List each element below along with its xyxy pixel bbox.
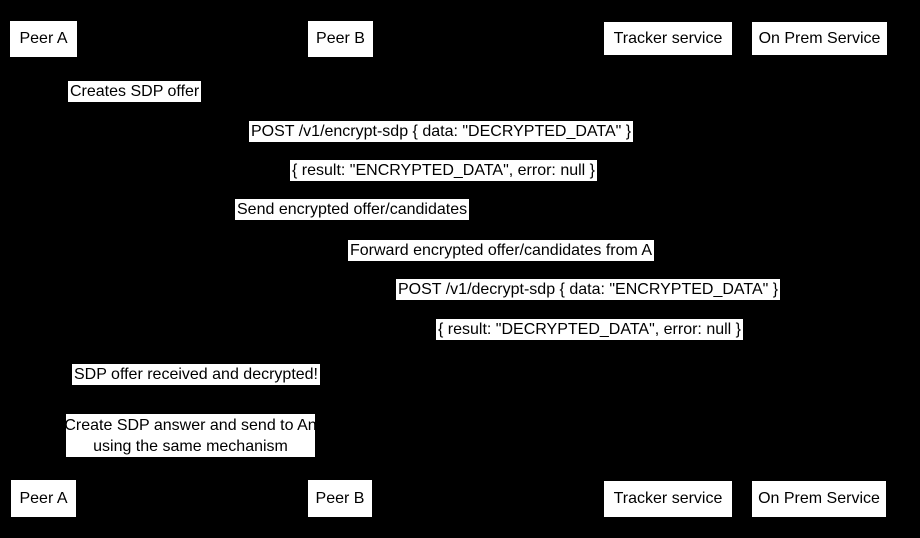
message-post-encrypt-sdp: POST /v1/encrypt-sdp { data: "DECRYPTED_… (249, 121, 634, 142)
actor-peer-a-top: Peer A (10, 21, 77, 57)
actor-peer-a-bottom: Peer A (11, 480, 76, 517)
actor-tracker-service-bottom-label: Tracker service (613, 490, 723, 507)
note-create-sdp-answer-line1: Create SDP answer and send to An (64, 416, 317, 434)
actor-on-prem-service-top: On Prem Service (752, 22, 887, 55)
message-encrypt-result: { result: "ENCRYPTED_DATA", error: null … (290, 160, 598, 181)
actor-tracker-service-top-label: Tracker service (613, 29, 723, 47)
message-send-encrypted-offer: Send encrypted offer/candidates (235, 199, 470, 220)
message-creates-sdp-offer: Creates SDP offer (68, 81, 202, 102)
actor-peer-b-bottom-label: Peer B (315, 489, 365, 507)
actor-on-prem-service-bottom: On Prem Service (752, 481, 886, 517)
actor-peer-b-bottom: Peer B (308, 480, 372, 517)
message-sdp-offer-received: SDP offer received and decrypted! (72, 364, 320, 385)
message-decrypt-result: { result: "DECRYPTED_DATA", error: null … (436, 319, 744, 340)
actor-peer-a-bottom-label: Peer A (19, 489, 68, 507)
actor-tracker-service-bottom: Tracker service (604, 481, 732, 517)
actor-peer-a-top-label: Peer A (19, 30, 68, 47)
actor-on-prem-service-bottom-label: On Prem Service (758, 490, 880, 507)
note-create-sdp-answer-line2: using the same mechanism (93, 437, 288, 455)
actor-on-prem-service-top-label: On Prem Service (758, 29, 881, 47)
note-create-sdp-answer: Create SDP answer and send to An using t… (64, 414, 317, 457)
actor-peer-b-top: Peer B (308, 21, 373, 57)
actor-peer-b-top-label: Peer B (316, 30, 365, 47)
message-forward-encrypted-offer: Forward encrypted offer/candidates from … (348, 240, 655, 261)
message-post-decrypt-sdp: POST /v1/decrypt-sdp { data: "ENCRYPTED_… (396, 279, 781, 300)
actor-tracker-service-top: Tracker service (604, 22, 732, 55)
